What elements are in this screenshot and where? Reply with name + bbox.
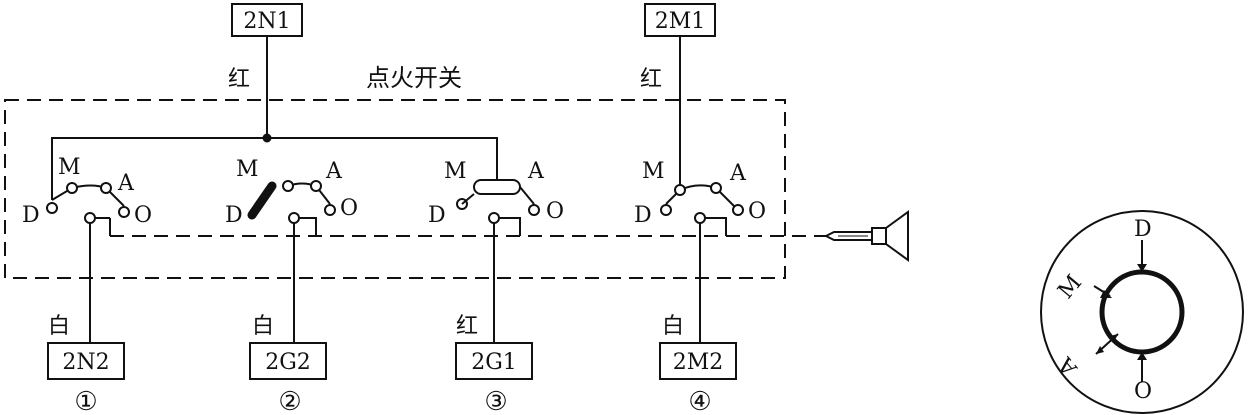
label-contacts-o: O [748,199,766,224]
box-2M1-label: 2M1 [655,9,706,34]
switch-4: M A D O [634,159,766,343]
label-bottom-2-num: ③ [484,387,507,415]
label-contacts-m: M [58,155,81,180]
switch-3: M A D O [428,159,564,343]
label-bottom-0-wire: 白 [48,314,70,339]
ignition-key-icon [823,210,909,262]
label-bottom-1-box: 2G2 [265,350,311,375]
bottom-connector-1: 2N2 白 ① [47,314,125,415]
wire-color-2N1: 红 [228,67,250,92]
switch-enclosure [4,99,786,279]
label-contacts-m: M [236,157,259,182]
label-contacts-m: M [642,159,665,184]
label-bottom-0-num: ① [74,387,97,415]
label-contacts-o: O [134,203,152,228]
dial-label-o: O [1134,379,1152,404]
label-bottom-3-wire: 白 [662,314,684,339]
switch-dial: D M A O [1040,210,1244,414]
label-contacts-m: M [444,159,467,184]
label-contacts-a: A [117,171,135,196]
label-contacts-o: O [546,199,564,224]
diagram-title: 点火开关 [366,64,462,92]
switch-1: M A D O [22,155,152,343]
bottom-connector-4: 2M2 白 ④ [659,314,737,415]
label-bottom-3-num: ④ [688,387,711,415]
label-bottom-2-box: 2G1 [471,350,517,375]
bottom-connector-2: 2G2 白 ② [249,314,327,415]
label-contacts-a: A [729,161,747,186]
label-contacts-d: D [22,203,40,228]
label-bottom-0-box: 2N2 [62,350,109,375]
box-2N1-label: 2N1 [243,9,290,34]
label-contacts-d: D [428,203,446,228]
dial-label-d: D [1134,217,1152,242]
label-bottom-3-box: 2M2 [673,350,724,375]
label-bottom-1-wire: 白 [252,314,274,339]
label-contacts-a: A [527,159,545,184]
bottom-connector-3: 2G1 红 ③ [455,314,533,415]
label-contacts-o: O [340,196,358,221]
label-bottom-2-wire: 红 [456,314,478,339]
wire-color-2M1: 红 [640,67,662,92]
label-contacts-d: D [225,203,243,228]
label-bottom-1-num: ② [278,387,301,415]
bus-line [51,137,498,200]
label-contacts-d: D [634,203,652,228]
label-contacts-a: A [325,159,343,184]
switch-2: M A D O [225,157,358,343]
